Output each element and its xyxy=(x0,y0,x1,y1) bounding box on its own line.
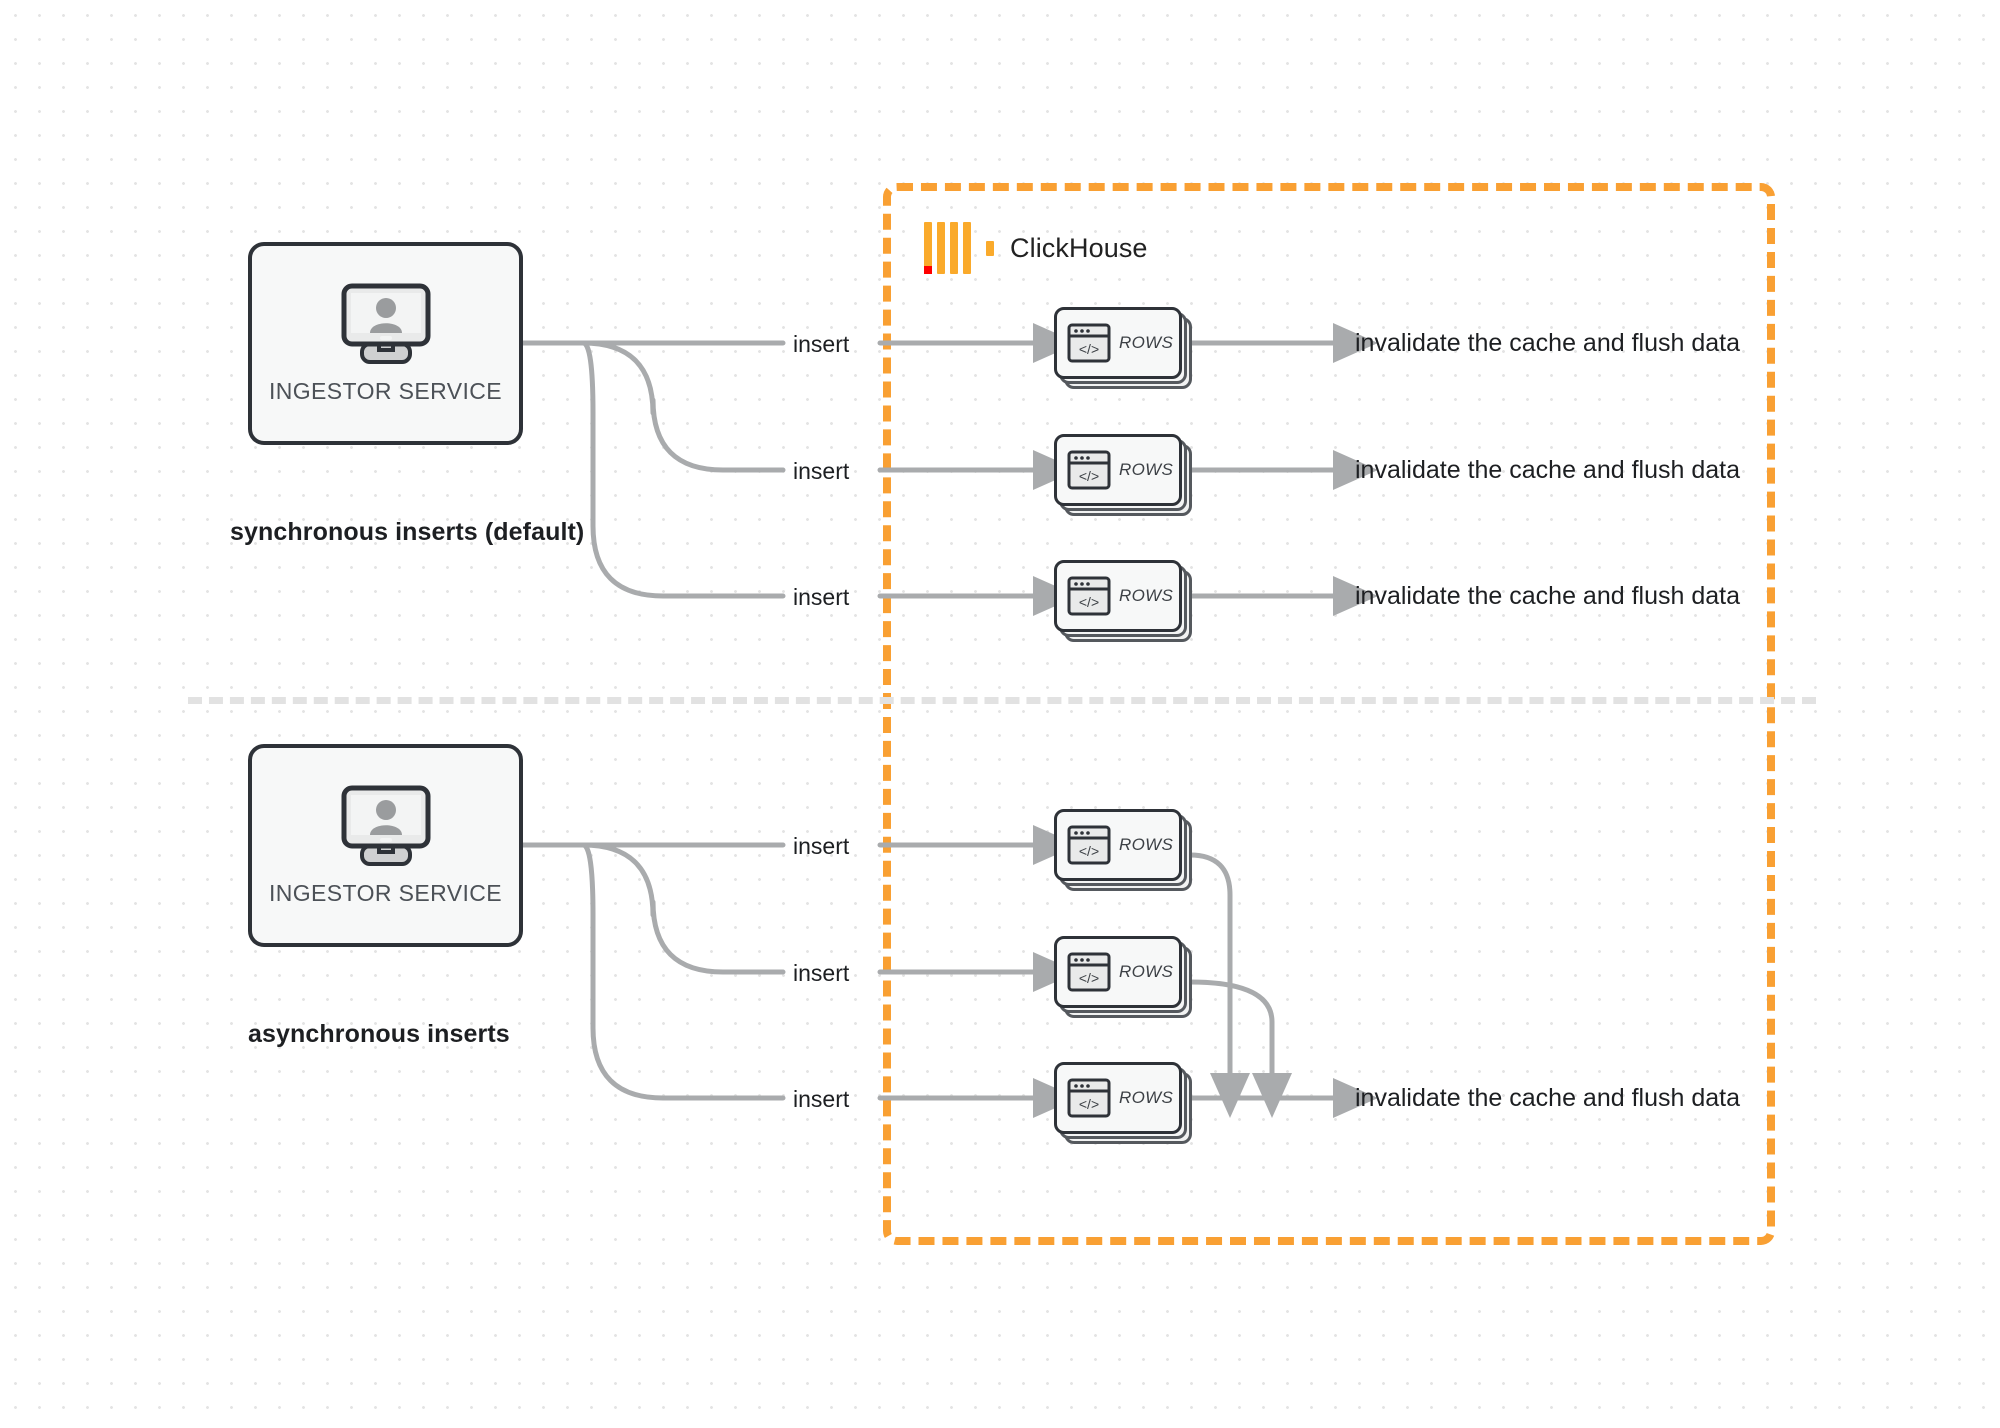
code-window-icon: </> xyxy=(1067,450,1111,490)
clickhouse-logo-icon xyxy=(924,222,972,274)
sync-ingestor-service[interactable]: INGESTOR SERVICE xyxy=(248,242,523,445)
sync-edge-2-out xyxy=(580,340,786,473)
svg-text:</>: </> xyxy=(1079,843,1099,859)
sync-ingestor-label: INGESTOR SERVICE xyxy=(268,378,503,404)
card-front: </> ROWS xyxy=(1054,1062,1182,1134)
sync-rows-label-3: ROWS xyxy=(1119,586,1174,605)
card-front: </> ROWS xyxy=(1054,434,1182,506)
code-window-icon: </> xyxy=(1067,1078,1111,1118)
sync-rows-label-1: ROWS xyxy=(1119,333,1174,352)
sync-rows-label-2: ROWS xyxy=(1119,460,1174,479)
sync-result-label-1: invalidate the cache and flush data xyxy=(1355,329,1740,357)
async-rows-node-2[interactable]: </> ROWS xyxy=(1054,936,1192,1018)
async-result-label: invalidate the cache and flush data xyxy=(1355,1084,1740,1112)
code-window-icon: </> xyxy=(1067,952,1111,992)
async-rows-label-2: ROWS xyxy=(1119,962,1174,981)
clickhouse-logo-tick-icon xyxy=(986,240,994,256)
svg-text:</>: </> xyxy=(1079,341,1099,357)
section-divider xyxy=(188,697,1816,704)
async-section-caption: asynchronous inserts xyxy=(248,1020,510,1048)
sync-edge-3-out xyxy=(580,340,786,599)
async-rows-label-3: ROWS xyxy=(1119,1088,1174,1107)
sync-edge-label-2: insert xyxy=(793,458,850,484)
clickhouse-logo-label: ClickHouse xyxy=(1010,232,1148,263)
async-rows-node-3[interactable]: </> ROWS xyxy=(1054,1062,1192,1144)
sync-rows-node-3[interactable]: </> ROWS xyxy=(1054,560,1192,642)
svg-text:</>: </> xyxy=(1079,594,1099,610)
async-rows-label-1: ROWS xyxy=(1119,835,1174,854)
async-ingestor-label: INGESTOR SERVICE xyxy=(268,880,503,906)
card-front: </> ROWS xyxy=(1054,809,1182,881)
code-window-icon: </> xyxy=(1067,323,1111,363)
sync-edge-label-3: insert xyxy=(793,584,850,610)
sync-section-caption: synchronous inserts (default) xyxy=(230,518,585,546)
async-edge-label-2: insert xyxy=(793,960,850,986)
sync-rows-node-1[interactable]: </> ROWS xyxy=(1054,307,1192,389)
clickhouse-boundary xyxy=(883,183,1775,1245)
async-edge-3-out xyxy=(580,842,786,1101)
svg-text:</>: </> xyxy=(1079,468,1099,484)
sync-result-label-3: invalidate the cache and flush data xyxy=(1355,582,1740,610)
svg-text:</>: </> xyxy=(1079,970,1099,986)
sync-result-label-2: invalidate the cache and flush data xyxy=(1355,456,1740,484)
async-edge-label-3: insert xyxy=(793,1086,850,1112)
card-front: </> ROWS xyxy=(1054,560,1182,632)
monitor-user-icon xyxy=(340,784,432,870)
code-window-icon: </> xyxy=(1067,576,1111,616)
sync-rows-node-2[interactable]: </> ROWS xyxy=(1054,434,1192,516)
async-edge-2-out xyxy=(580,842,786,975)
monitor-user-icon xyxy=(340,282,432,368)
async-rows-node-1[interactable]: </> ROWS xyxy=(1054,809,1192,891)
async-edge-label-1: insert xyxy=(793,833,850,859)
code-window-icon: </> xyxy=(1067,825,1111,865)
async-ingestor-service[interactable]: INGESTOR SERVICE xyxy=(248,744,523,947)
card-front: </> ROWS xyxy=(1054,307,1182,379)
sync-edge-label-1: insert xyxy=(793,331,850,357)
clickhouse-logo: ClickHouse xyxy=(924,222,1148,274)
card-front: </> ROWS xyxy=(1054,936,1182,1008)
svg-text:</>: </> xyxy=(1079,1096,1099,1112)
